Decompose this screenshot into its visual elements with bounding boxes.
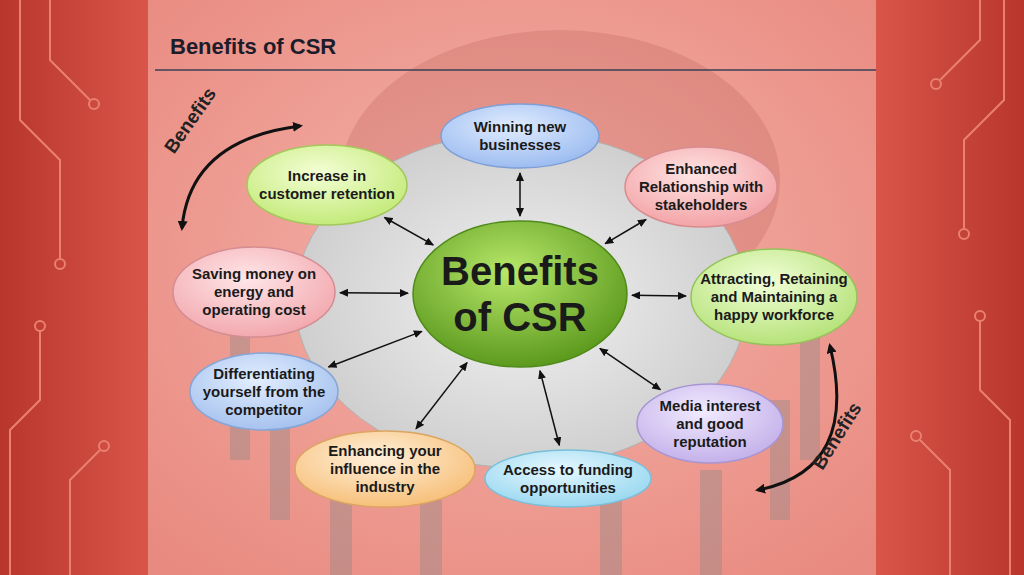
hub-label: Benefits of CSR xyxy=(435,248,605,340)
double-arrow xyxy=(605,219,646,243)
double-arrow xyxy=(340,292,408,294)
benefit-label: Access to funding opportunities xyxy=(498,461,638,497)
benefit-label: Enhancing your influence in the industry xyxy=(315,442,455,496)
double-arrow xyxy=(385,217,434,244)
benefit-ellipse: Winning new businesses xyxy=(440,103,600,169)
slide-title: Benefits of CSR xyxy=(170,34,336,60)
ellipse-outline xyxy=(412,220,628,368)
benefit-label: Enhanced Relationship with stakeholders xyxy=(636,160,766,214)
benefit-label: Media interest and good reputation xyxy=(655,397,765,451)
benefit-ellipse: Enhancing your influence in the industry xyxy=(294,430,476,508)
double-arrow xyxy=(632,295,686,297)
benefit-ellipse: Access to funding opportunities xyxy=(484,449,652,508)
benefit-label: Increase in customer retention xyxy=(252,167,402,203)
benefit-ellipse: Saving money on energy and operating cos… xyxy=(172,246,336,338)
circuit-lines xyxy=(10,0,1010,575)
content-panel xyxy=(148,0,876,575)
benefit-ellipse: Increase in customer retention xyxy=(246,144,408,226)
double-arrow xyxy=(416,363,467,429)
title-rule xyxy=(155,69,876,71)
double-arrow xyxy=(329,331,422,367)
benefit-ellipse: Media interest and good reputation xyxy=(636,383,784,464)
double-arrow xyxy=(600,348,660,389)
benefit-ellipse: Differentiating yourself from the compet… xyxy=(189,352,339,431)
benefit-label: Differentiating yourself from the compet… xyxy=(199,365,329,419)
side-band xyxy=(0,0,148,575)
benefit-ellipse: Attracting, Retaining and Maintaining a … xyxy=(690,248,858,346)
benefit-label: Attracting, Retaining and Maintaining a … xyxy=(700,270,848,324)
hub-ellipse: Benefits of CSR xyxy=(412,220,628,368)
double-arrow xyxy=(519,173,521,216)
benefit-ellipse: Enhanced Relationship with stakeholders xyxy=(624,146,778,228)
benefit-label: Saving money on energy and operating cos… xyxy=(189,265,319,319)
benefit-label: Winning new businesses xyxy=(460,118,580,154)
side-band xyxy=(876,0,1024,575)
double-arrow xyxy=(540,371,559,446)
